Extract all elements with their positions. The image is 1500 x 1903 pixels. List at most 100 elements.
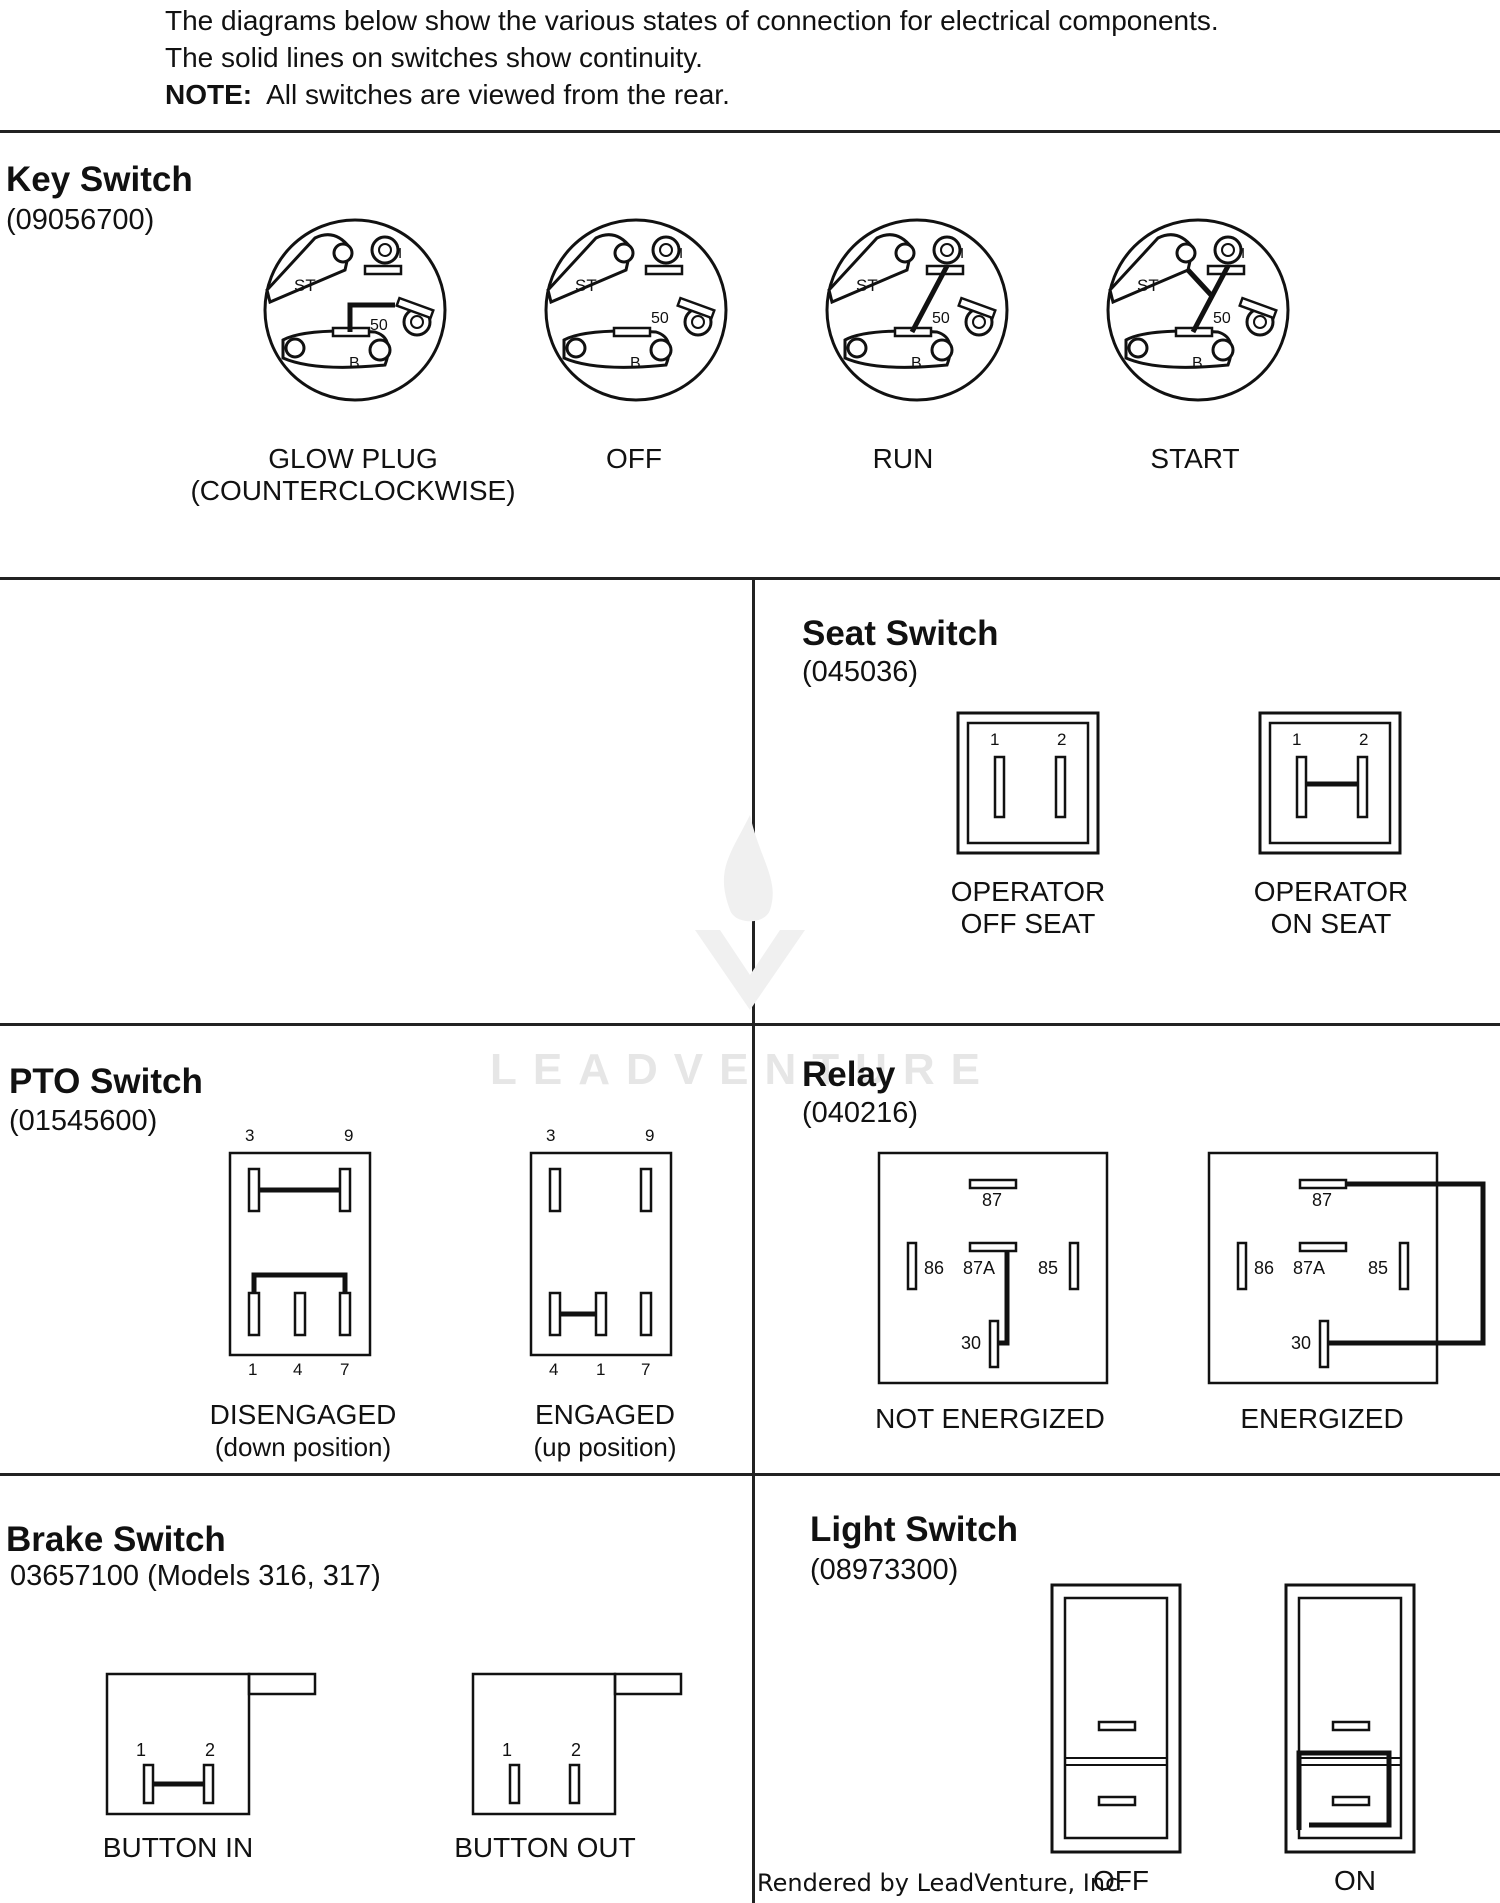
- divider-row1: [0, 577, 1500, 580]
- note-text: All switches are viewed from the rear.: [266, 79, 730, 110]
- pto-terminal-1: 1: [596, 1360, 606, 1379]
- caption-line: DISENGAGED: [209, 1399, 397, 1430]
- key-state-start-caption: START: [1150, 443, 1240, 474]
- key-terminal-st: ST: [294, 276, 316, 295]
- caption-line: OPERATOR: [1253, 876, 1409, 907]
- relay-terminal-86: 86: [1254, 1258, 1275, 1278]
- caption-line: GLOW PLUG: [268, 443, 438, 474]
- pto-switch-part: (01545600): [9, 1105, 158, 1137]
- relay-terminal-86: 86: [924, 1258, 945, 1278]
- key-terminal-50: 50: [651, 310, 669, 327]
- pto-terminal-1: 1: [248, 1360, 258, 1379]
- relay-terminal-87a: 87A: [1293, 1258, 1326, 1278]
- key-terminal-st: ST: [575, 276, 597, 295]
- key-terminal-50: 50: [932, 310, 950, 327]
- pto-engaged: [529, 1151, 673, 1357]
- pto-engaged-caption: ENGAGED (up position): [533, 1399, 676, 1463]
- pto-terminal-3: 3: [546, 1126, 556, 1145]
- brake-button-out: [471, 1672, 683, 1816]
- light-switch-title: Light Switch: [810, 1510, 1019, 1549]
- key-state-off-caption: OFF: [606, 443, 662, 474]
- pto-terminal-4: 4: [549, 1360, 559, 1379]
- caption-line: (up position): [533, 1432, 677, 1462]
- pto-disengaged-caption: DISENGAGED (down position): [210, 1399, 397, 1463]
- relay-terminal-85: 85: [1368, 1258, 1389, 1278]
- relay-not-energized-caption: NOT ENERGIZED: [875, 1403, 1105, 1434]
- caption-line: (COUNTERCLOCKWISE): [190, 475, 516, 506]
- seat-switch-diagrams: [956, 711, 1402, 855]
- key-terminal-b: B: [349, 355, 360, 372]
- caption-line: ENGAGED: [534, 1399, 676, 1430]
- key-terminal-b: B: [630, 355, 641, 372]
- relay-terminal-85: 85: [1038, 1258, 1059, 1278]
- pto-terminal-4: 4: [293, 1360, 303, 1379]
- key-terminal-st: ST: [1137, 276, 1159, 295]
- key-terminal-st: ST: [856, 276, 878, 295]
- key-terminal-i: I: [398, 245, 403, 262]
- seat-terminal-1: 1: [1292, 730, 1302, 749]
- rendered-by-footer: Rendered by LeadVenture, Inc.: [757, 1869, 1126, 1897]
- relay-title: Relay: [802, 1055, 896, 1094]
- watermark-text: LEADVENTURE: [490, 1045, 997, 1094]
- brake-terminal-1: 1: [502, 1740, 513, 1760]
- key-terminal-50: 50: [1213, 310, 1231, 327]
- brake-terminal-2: 2: [571, 1740, 582, 1760]
- brake-button-in-caption: BUTTON IN: [102, 1832, 254, 1863]
- brake-terminal-2: 2: [205, 1740, 216, 1760]
- light-switch-on: [1284, 1583, 1416, 1854]
- key-switch-title: Key Switch: [6, 160, 193, 199]
- brake-switch-diagrams: [105, 1672, 683, 1816]
- note-label: NOTE:: [165, 79, 253, 110]
- divider-row3: [0, 1473, 1500, 1476]
- caption-line: ON SEAT: [1270, 908, 1392, 939]
- key-terminal-i: I: [679, 245, 684, 262]
- key-switch-start: [1106, 218, 1290, 402]
- divider-top: [0, 130, 1500, 133]
- pto-terminal-3: 3: [245, 1126, 255, 1145]
- key-switch-part: (09056700): [6, 204, 155, 236]
- seat-switch-part: (045036): [802, 656, 919, 688]
- brake-switch-part: 03657100 (Models 316, 317): [10, 1560, 381, 1592]
- intro-note: NOTE: All switches are viewed from the r…: [165, 76, 730, 113]
- pto-terminal-9: 9: [344, 1126, 354, 1145]
- seat-terminal-1: 1: [990, 730, 1000, 749]
- relay-diagrams: [877, 1151, 1486, 1385]
- light-on-caption: ON: [1334, 1865, 1376, 1896]
- seat-on-caption: OPERATOR ON SEAT: [1254, 876, 1409, 940]
- brake-switch-title: Brake Switch: [6, 1520, 226, 1559]
- brake-button-in: [105, 1672, 317, 1816]
- relay-part: (040216): [802, 1097, 919, 1129]
- relay-not-energized: [877, 1151, 1109, 1385]
- key-state-run-caption: RUN: [872, 443, 934, 474]
- caption-line: (down position): [214, 1432, 392, 1462]
- light-off-caption: OFF: [1093, 1865, 1149, 1896]
- pto-terminal-7: 7: [641, 1360, 651, 1379]
- key-switch-off: [544, 218, 728, 402]
- pto-terminal-9: 9: [645, 1126, 655, 1145]
- key-switch-diagrams: [263, 218, 1290, 402]
- key-terminal-i: I: [960, 245, 965, 262]
- relay-terminal-30: 30: [1291, 1333, 1312, 1353]
- key-terminal-b: B: [911, 355, 922, 372]
- seat-switch-on-seat: [1258, 711, 1402, 855]
- relay-energized: [1207, 1151, 1486, 1385]
- relay-energized-caption: ENERGIZED: [1240, 1403, 1404, 1434]
- pto-terminal-7: 7: [340, 1360, 350, 1379]
- light-switch-off: [1050, 1583, 1182, 1854]
- light-switch-part: (08973300): [810, 1554, 959, 1586]
- divider-row2: [0, 1023, 1500, 1026]
- seat-switch-off-seat: [956, 711, 1100, 855]
- relay-terminal-87: 87: [1312, 1190, 1333, 1210]
- brake-button-out-caption: BUTTON OUT: [454, 1832, 636, 1863]
- caption-line: OFF SEAT: [960, 908, 1096, 939]
- relay-terminal-30: 30: [961, 1333, 982, 1353]
- key-terminal-b: B: [1192, 355, 1203, 372]
- brake-terminal-1: 1: [136, 1740, 147, 1760]
- key-terminal-50: 50: [370, 317, 388, 334]
- key-switch-run: [825, 218, 1009, 402]
- light-switch-diagrams: [1050, 1583, 1416, 1854]
- key-state-glow-plug-caption: GLOW PLUG (COUNTERCLOCKWISE): [190, 443, 515, 507]
- relay-terminal-87a: 87A: [963, 1258, 996, 1278]
- divider-vertical: [752, 577, 755, 1903]
- pto-disengaged: [228, 1151, 372, 1357]
